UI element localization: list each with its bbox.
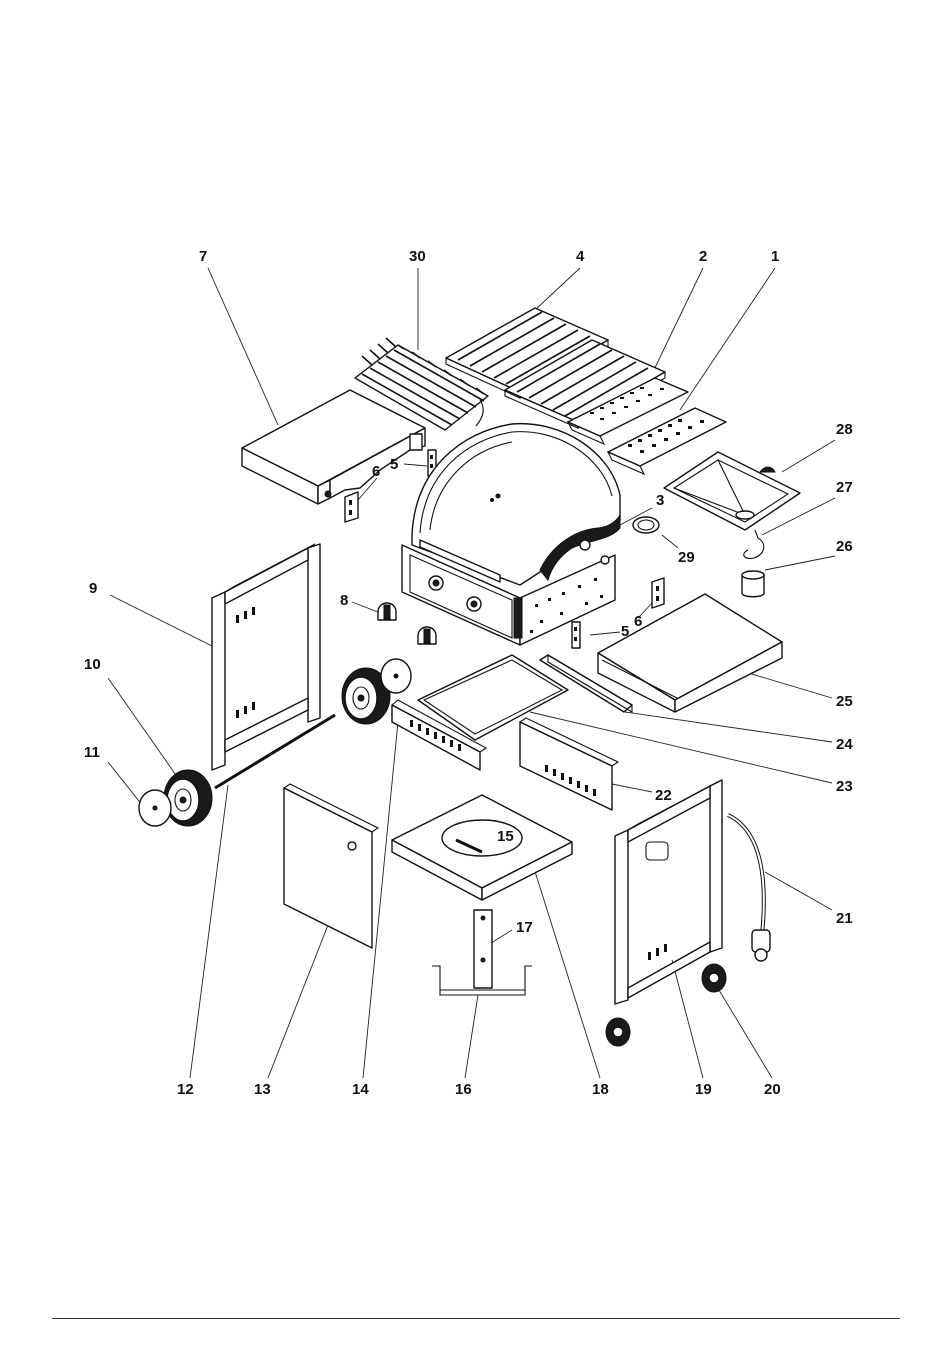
label-25: 25 xyxy=(836,693,853,710)
label-7: 7 xyxy=(199,248,207,265)
rear-panel xyxy=(520,718,618,810)
gas-hose-regulator xyxy=(728,815,770,961)
label-28: 28 xyxy=(836,421,853,438)
label-24: 24 xyxy=(836,736,853,753)
tank-bracket-17 xyxy=(474,910,492,988)
grease-tray xyxy=(664,452,800,530)
caster-right xyxy=(702,964,726,992)
bracket-6-left xyxy=(345,492,358,522)
wheel-left xyxy=(164,770,212,826)
label-17: 17 xyxy=(516,919,533,936)
hubcap-right xyxy=(381,659,411,693)
label-21: 21 xyxy=(836,910,853,927)
label-20: 20 xyxy=(764,1081,781,1098)
label-30: 30 xyxy=(409,248,426,265)
label-26: 26 xyxy=(836,538,853,555)
label-1: 1 xyxy=(771,248,779,265)
label-23: 23 xyxy=(836,778,853,795)
label-11: 11 xyxy=(84,744,100,761)
label-13: 13 xyxy=(254,1081,271,1098)
label-27: 27 xyxy=(836,479,853,496)
label-22: 22 xyxy=(655,787,672,804)
label-8: 8 xyxy=(340,592,348,609)
label-5-lower: 5 xyxy=(621,623,629,640)
control-knob-lower xyxy=(418,627,436,644)
label-18: 18 xyxy=(592,1081,609,1098)
temperature-gauge-part xyxy=(633,517,659,533)
label-4: 4 xyxy=(576,248,585,265)
base-tray xyxy=(392,795,572,900)
label-2: 2 xyxy=(699,248,707,265)
control-knob-upper xyxy=(378,603,396,620)
grease-cup-wire xyxy=(744,530,764,558)
label-10: 10 xyxy=(84,656,101,673)
label-9: 9 xyxy=(89,580,97,597)
left-side-shelf xyxy=(242,390,425,504)
label-3: 3 xyxy=(656,492,664,509)
label-29: 29 xyxy=(678,549,695,566)
label-15: 15 xyxy=(497,828,514,845)
footer-divider xyxy=(52,1318,900,1319)
label-5-upper: 5 xyxy=(390,456,398,473)
label-6-lower: 6 xyxy=(634,613,642,630)
grease-cup xyxy=(742,571,764,597)
cabinet-door xyxy=(284,784,378,948)
bracket-6-right xyxy=(652,578,664,608)
bracket-5-right xyxy=(572,622,580,648)
label-16: 16 xyxy=(455,1081,472,1098)
left-leg-frame xyxy=(212,544,320,770)
label-6-upper: 6 xyxy=(372,463,380,480)
label-19: 19 xyxy=(695,1081,712,1098)
right-side-shelf xyxy=(598,594,782,712)
caster-left xyxy=(606,1018,630,1046)
label-12: 12 xyxy=(177,1081,194,1098)
hubcap-left xyxy=(139,790,171,826)
label-14: 14 xyxy=(352,1081,369,1098)
